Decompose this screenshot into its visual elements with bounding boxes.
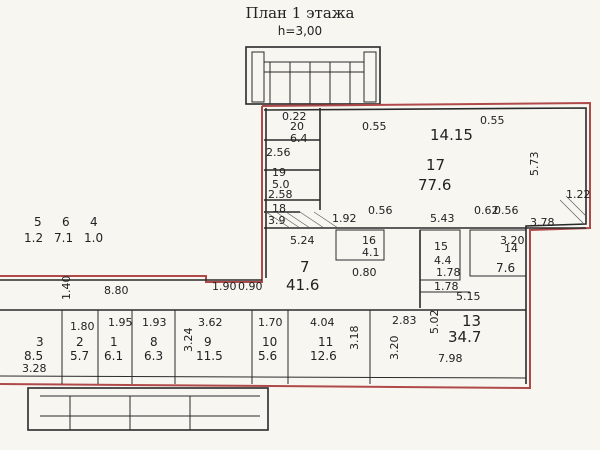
room-number-label: 2 bbox=[76, 335, 84, 349]
room-number-label: 19 bbox=[272, 166, 286, 179]
room-number-label: 14 bbox=[504, 242, 518, 255]
dimension-label: 7.98 bbox=[438, 352, 463, 365]
plan-title: План 1 этажа bbox=[245, 4, 355, 22]
dimension-label: 3.20 bbox=[500, 234, 525, 247]
dimension-label: 3.28 bbox=[22, 362, 47, 375]
room-area-label: 14.15 bbox=[430, 126, 473, 144]
dimension-label: 0.56 bbox=[494, 204, 519, 217]
room-area-label: 6.3 bbox=[144, 349, 163, 363]
partitions bbox=[0, 108, 586, 384]
room-number-label: 18 bbox=[272, 202, 286, 215]
room-area-label: 5.7 bbox=[70, 349, 89, 363]
ceiling-height: h=3,00 bbox=[277, 24, 323, 38]
dimension-label: 8.80 bbox=[104, 284, 129, 297]
dimension-label: 5.43 bbox=[430, 212, 455, 225]
dimension-label: 1.80 bbox=[70, 320, 95, 333]
room-area-label: 77.6 bbox=[418, 176, 451, 194]
room-area-label: 7.1 bbox=[54, 231, 73, 245]
dimension-label: 0.22 bbox=[282, 110, 307, 123]
wall-hatching bbox=[265, 195, 587, 229]
room-area-label: 7.6 bbox=[496, 261, 515, 275]
room-number-label: 1 bbox=[110, 335, 118, 349]
room-number-label: 16 bbox=[362, 234, 376, 247]
room-labels: 14.15 17 77.6 20 6.4 19 5.0 18 3.9 5 1.2… bbox=[24, 120, 518, 363]
room-area-label: 3.9 bbox=[268, 214, 286, 227]
room-number-label: 9 bbox=[204, 335, 212, 349]
balcony-bottom bbox=[27, 387, 269, 431]
room-area-label: 6.1 bbox=[104, 349, 123, 363]
dimension-label: 4.04 bbox=[310, 316, 335, 329]
dimension-label: 0.56 bbox=[368, 204, 393, 217]
dimension-label: 5.02 bbox=[428, 310, 441, 335]
dimension-label: 0.55 bbox=[362, 120, 387, 133]
balcony-top bbox=[245, 46, 381, 105]
room-number-label: 10 bbox=[262, 335, 277, 349]
room-number-label: 13 bbox=[462, 312, 481, 330]
room-number-label: 20 bbox=[290, 120, 304, 133]
room-area-label: 5.0 bbox=[272, 178, 290, 191]
dimension-label: 3.62 bbox=[198, 316, 223, 329]
room-number-label: 5 bbox=[34, 215, 42, 229]
room-number-label: 17 bbox=[426, 156, 445, 174]
room-area-label: 8.5 bbox=[24, 349, 43, 363]
dimension-label: 3.20 bbox=[388, 336, 401, 361]
room-area-label: 1.0 bbox=[84, 231, 103, 245]
room-number-label: 15 bbox=[434, 240, 448, 253]
room-area-label: 41.6 bbox=[286, 276, 319, 294]
dimension-label: 1.78 bbox=[436, 266, 461, 279]
dimension-label: 1.70 bbox=[258, 316, 283, 329]
dimension-label: 2.83 bbox=[392, 314, 417, 327]
dimension-label: 1.90 bbox=[212, 280, 237, 293]
room-number-label: 8 bbox=[150, 335, 158, 349]
dimension-label: 5.24 bbox=[290, 234, 315, 247]
room-number-label: 4 bbox=[90, 215, 98, 229]
room-area-label: 4.1 bbox=[362, 246, 380, 259]
dimension-label: 3.18 bbox=[348, 326, 361, 351]
dimension-labels: 0.55 0.55 5.73 1.22 2.56 2.58 1.92 0.56 … bbox=[22, 110, 591, 375]
dimension-label: 1.22 bbox=[566, 188, 591, 201]
room-number-label: 7 bbox=[300, 258, 310, 276]
dimension-label: 0.55 bbox=[480, 114, 505, 127]
dimension-label: 0.62 bbox=[474, 204, 499, 217]
room-area-label: 5.6 bbox=[258, 349, 277, 363]
dimension-label: 1.92 bbox=[332, 212, 357, 225]
dimension-label: 5.73 bbox=[528, 152, 541, 177]
dimension-label: 3.78 bbox=[530, 216, 555, 229]
dimension-label: 2.58 bbox=[268, 188, 293, 201]
dimension-label: 5.15 bbox=[456, 290, 481, 303]
room-area-label: 6.4 bbox=[290, 132, 308, 145]
room-number-label: 11 bbox=[318, 335, 333, 349]
room-area-label: 34.7 bbox=[448, 328, 481, 346]
dimension-label: 2.56 bbox=[266, 146, 291, 159]
dimension-label: 1.40 bbox=[60, 276, 73, 301]
dimension-label: 1.93 bbox=[142, 316, 167, 329]
room-area-label: 12.6 bbox=[310, 349, 337, 363]
dimension-label: 1.95 bbox=[108, 316, 133, 329]
dimension-label: 0.90 bbox=[238, 280, 263, 293]
dimension-label: 1.78 bbox=[434, 280, 459, 293]
room-number-label: 6 bbox=[62, 215, 70, 229]
room-area-label: 4.4 bbox=[434, 254, 452, 267]
room-number-label: 3 bbox=[36, 335, 44, 349]
room-area-label: 11.5 bbox=[196, 349, 223, 363]
outer-walls bbox=[0, 101, 591, 390]
dimension-label: 0.80 bbox=[352, 266, 377, 279]
dimension-label: 3.24 bbox=[182, 328, 195, 353]
room-area-label: 1.2 bbox=[24, 231, 43, 245]
